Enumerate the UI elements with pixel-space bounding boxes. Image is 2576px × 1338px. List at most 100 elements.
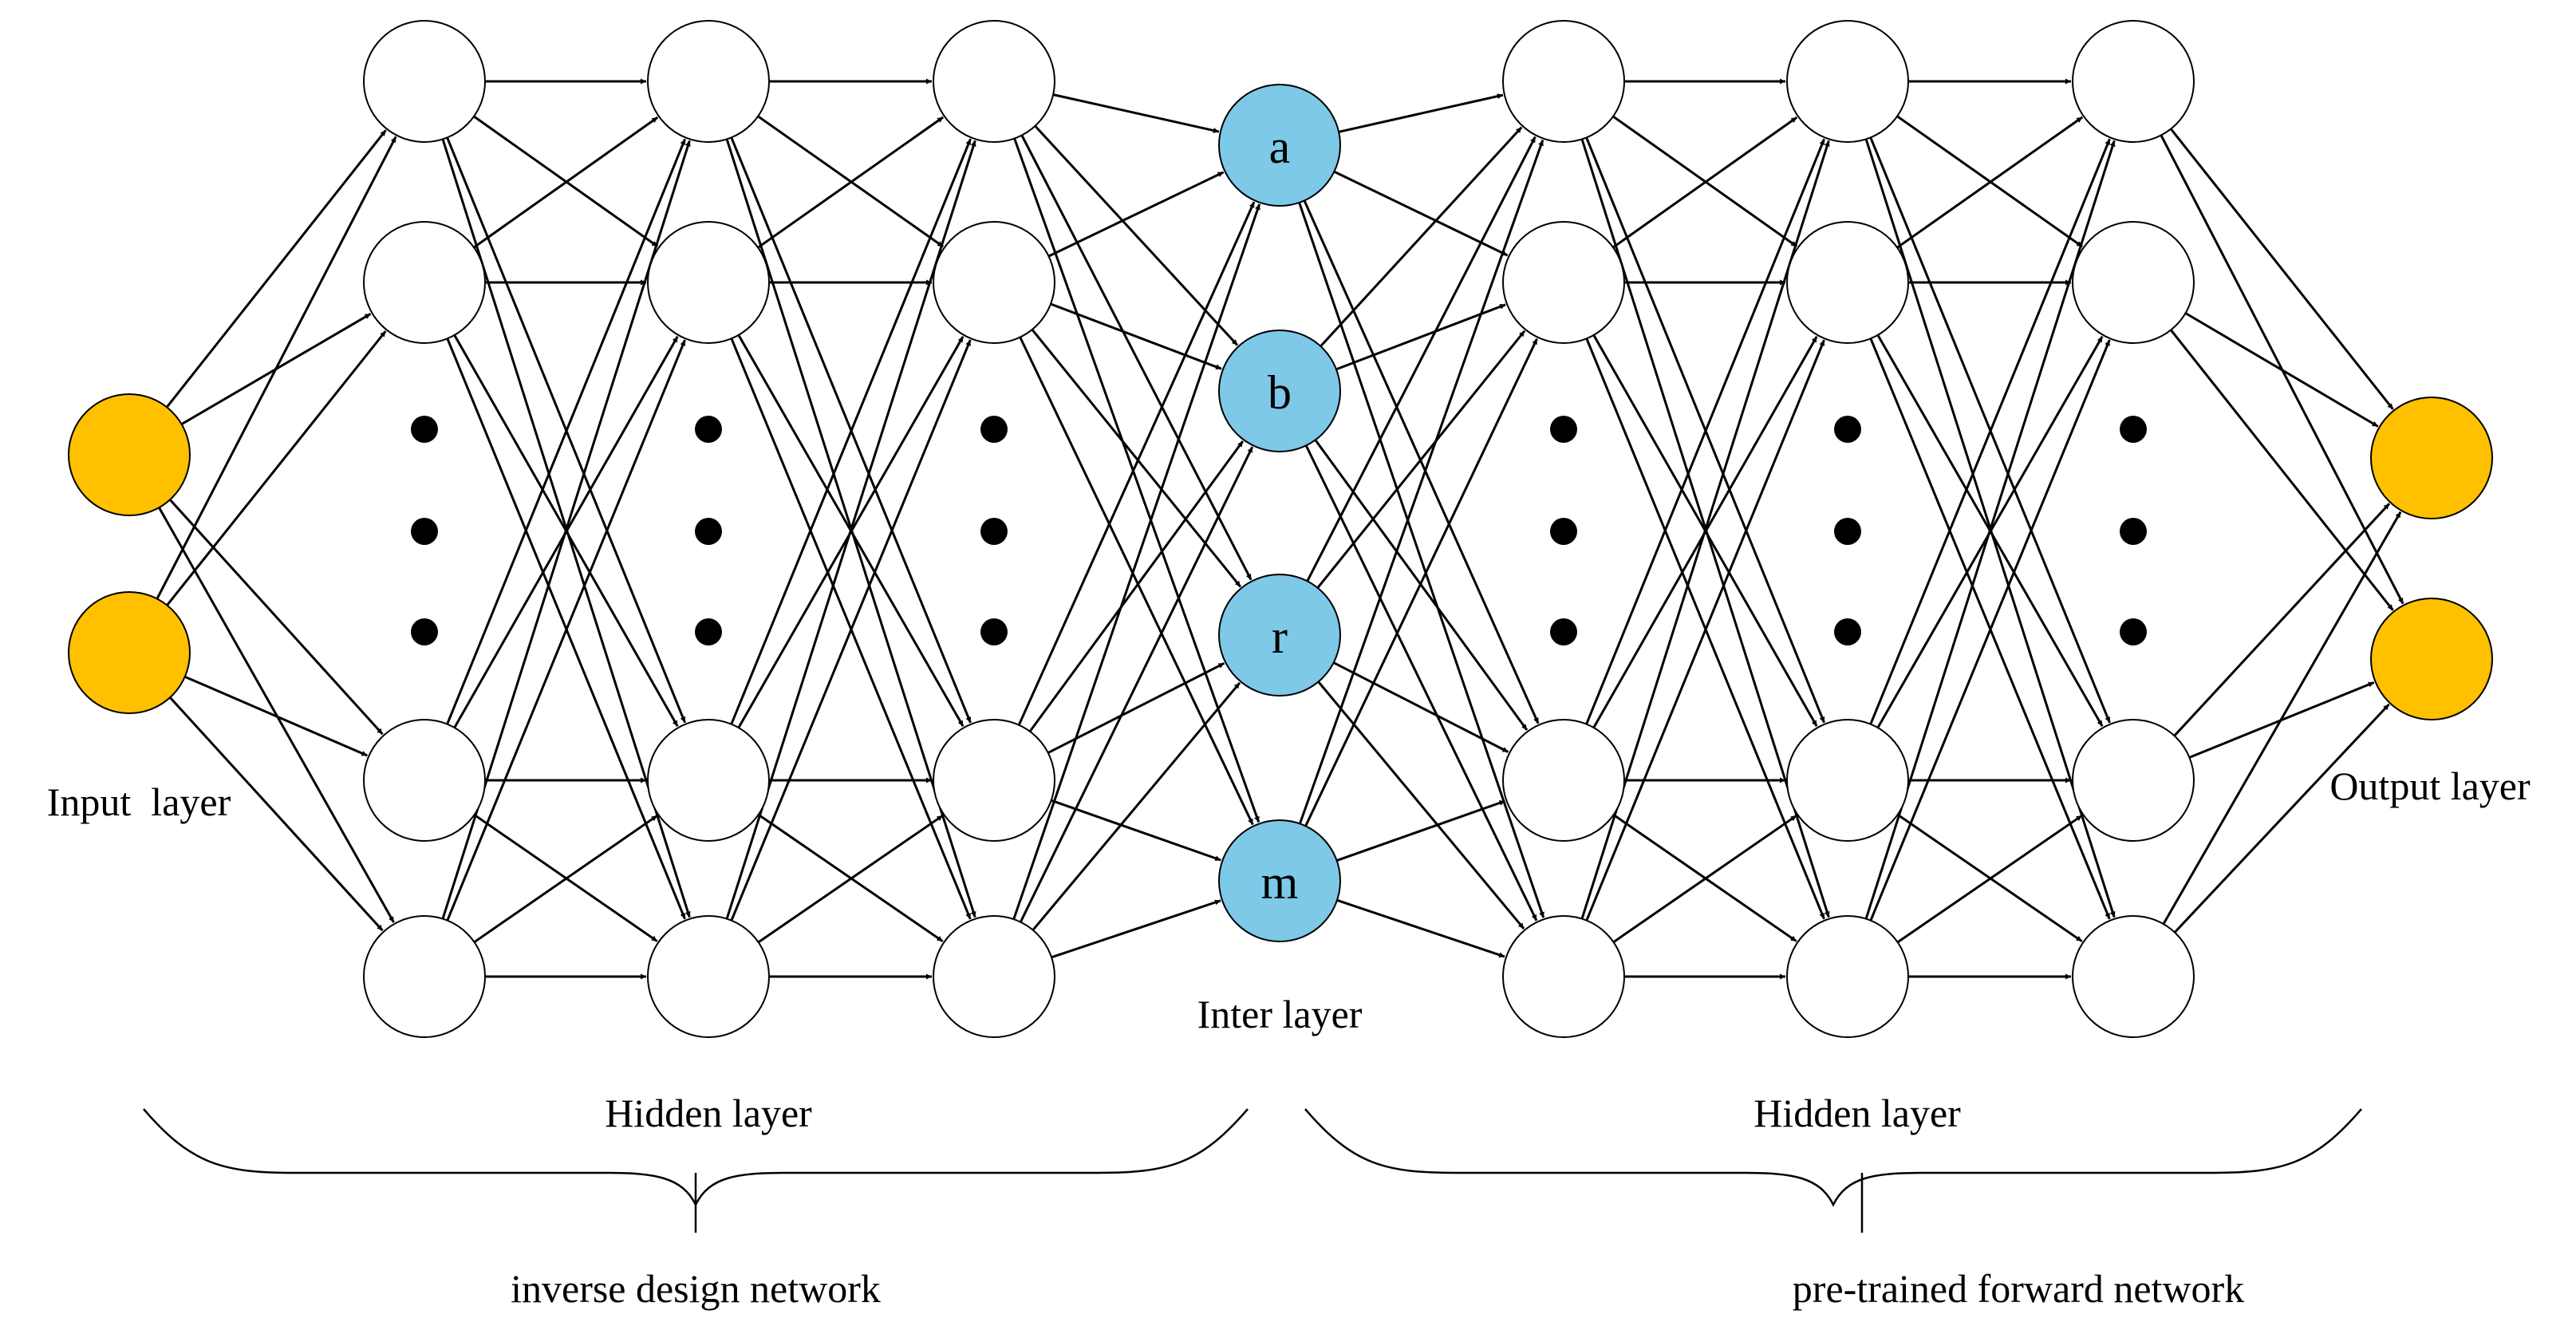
hidden-node — [1786, 221, 1909, 344]
hidden-node — [933, 719, 1055, 842]
connection-arrow — [169, 697, 384, 932]
connection-arrow — [166, 330, 387, 606]
ellipsis-dot — [411, 618, 438, 645]
connection-arrow — [1047, 171, 1225, 258]
inter-node-label: b — [1268, 366, 1292, 419]
connection-arrow — [1335, 303, 1506, 371]
inter-node — [1218, 574, 1341, 697]
ellipsis-dot — [980, 416, 1008, 443]
ellipsis-dot — [695, 518, 722, 545]
ellipsis-dot — [2120, 416, 2147, 443]
ellipsis-dot — [695, 416, 722, 443]
ellipsis-dot — [1834, 618, 1861, 645]
connection-arrow — [446, 339, 686, 922]
connection-arrow — [165, 129, 387, 409]
connection-arrow — [1028, 440, 1245, 732]
hidden-node — [1786, 915, 1909, 1038]
connection-arrow — [2170, 128, 2394, 410]
inter-node — [1218, 330, 1341, 452]
connection-arrow — [1303, 199, 1540, 724]
connection-arrow — [1019, 336, 1254, 826]
connection-arrow — [1051, 799, 1221, 862]
input-layer-label: Input layer — [47, 780, 231, 824]
inter-node — [1218, 84, 1341, 207]
connection-arrow — [1869, 339, 2111, 922]
hidden-node — [1502, 915, 1625, 1038]
inter-layer-label: Inter layer — [1197, 992, 1363, 1036]
connection-arrow — [1052, 93, 1220, 133]
hidden-node — [933, 221, 1055, 344]
inter-node-label: a — [1269, 120, 1291, 173]
ellipsis-dots — [411, 416, 2147, 645]
connection-arrow — [1612, 815, 1797, 944]
connection-arrow — [2173, 503, 2391, 737]
hidden-node — [2072, 915, 2195, 1038]
hidden-node — [647, 719, 770, 842]
connection-arrow — [757, 116, 945, 249]
connection-arrow — [2162, 511, 2402, 925]
ellipsis-dot — [1550, 518, 1577, 545]
pretrained-forward-network-label: pre-trained forward network — [1793, 1266, 2244, 1311]
connection-arrow — [1013, 138, 1260, 823]
hidden-node — [647, 20, 770, 143]
connection-arrow — [1612, 116, 1798, 249]
connection-arrow — [1304, 337, 1538, 827]
connection-arrow — [1051, 899, 1221, 959]
connection-arrow — [1333, 170, 1509, 257]
connection-arrow — [1306, 136, 1537, 582]
connection-arrow — [1050, 302, 1222, 370]
ellipsis-dot — [1834, 416, 1861, 443]
hidden-node — [933, 915, 1055, 1038]
output-layer-label: Output layer — [2329, 764, 2531, 808]
ellipsis-dot — [695, 618, 722, 645]
connection-arrow — [2184, 312, 2379, 428]
hidden-node — [1786, 20, 1909, 143]
connection-arrow — [1585, 339, 1825, 922]
connection-arrow — [1012, 203, 1261, 920]
hidden-node — [363, 719, 486, 842]
hidden-node — [2072, 20, 2195, 143]
hidden-node — [647, 915, 770, 1038]
hidden-layer-right-label: Hidden layer — [1753, 1091, 1961, 1135]
connection-arrow — [2173, 703, 2390, 933]
connection-arrow — [1034, 124, 1239, 346]
connection-arrow — [473, 815, 658, 944]
connection-arrow — [1317, 681, 1525, 929]
hidden-node — [2072, 719, 2195, 842]
connection-arrow — [2170, 329, 2394, 611]
inter-node — [1218, 819, 1341, 942]
ellipsis-dot — [980, 618, 1008, 645]
connection-arrow — [1032, 681, 1241, 931]
connection-arrow — [1020, 134, 1252, 581]
connection-arrow — [1304, 444, 1538, 922]
input-node — [68, 591, 191, 714]
connection-arrow — [1047, 661, 1225, 754]
hidden-node — [2072, 221, 2195, 344]
connection-arrow — [156, 136, 397, 600]
ellipsis-dot — [1550, 618, 1577, 645]
connection-arrow — [184, 675, 368, 757]
output-node — [2370, 598, 2493, 720]
connection-arrow — [1333, 661, 1509, 753]
connection-arrow — [158, 507, 395, 923]
connection-arrow — [1019, 446, 1254, 923]
connection-arrow — [1896, 116, 2084, 249]
connection-arrow — [1585, 138, 1825, 725]
connection-arrow — [730, 138, 972, 725]
connection-arrow — [1320, 126, 1523, 348]
hidden-node — [1786, 719, 1909, 842]
connection-arrow — [473, 116, 659, 249]
ellipsis-dot — [411, 518, 438, 545]
hidden-node — [1502, 719, 1625, 842]
inverse-design-network-label: inverse design network — [511, 1266, 881, 1311]
connection-arrow — [1316, 330, 1526, 589]
connection-arrow — [730, 339, 972, 922]
connection-arrow — [1336, 898, 1505, 958]
hidden-node — [363, 915, 486, 1038]
connection-arrow — [446, 138, 686, 725]
ellipsis-dot — [980, 518, 1008, 545]
connection-arrow — [1298, 202, 1545, 918]
connection-arrow — [1031, 329, 1242, 588]
